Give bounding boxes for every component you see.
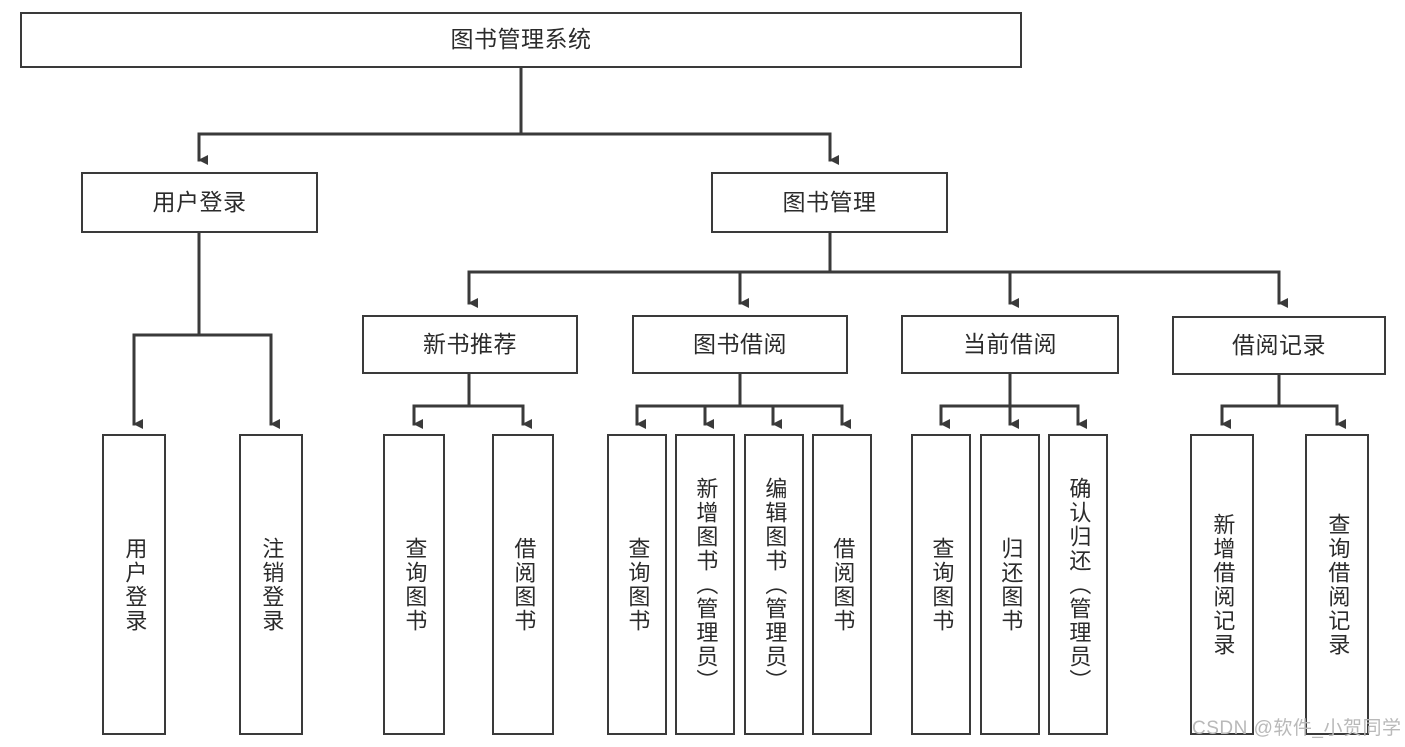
leaf-borrow-lend-book[interactable]: 借阅图书 bbox=[812, 434, 872, 735]
leaf-new-book-query-label: 查询图书 bbox=[402, 536, 428, 633]
node-current-borrow[interactable]: 当前借阅 bbox=[901, 315, 1119, 374]
leaf-new-book-borrow-label: 借阅图书 bbox=[511, 536, 537, 633]
leaf-current-return-book-label: 归还图书 bbox=[998, 536, 1024, 633]
leaf-current-query-book-label: 查询图书 bbox=[929, 536, 955, 633]
leaf-user-login-label: 用户登录 bbox=[122, 536, 148, 633]
node-current-borrow-label: 当前借阅 bbox=[963, 330, 1057, 357]
leaf-borrow-edit-book[interactable]: 编辑图书（管理员） bbox=[744, 434, 804, 735]
node-new-book-recommend[interactable]: 新书推荐 bbox=[362, 315, 578, 374]
leaf-record-query-label: 查询借阅记录 bbox=[1325, 512, 1351, 657]
node-root-system[interactable]: 图书管理系统 bbox=[20, 12, 1022, 68]
node-book-borrow-label: 图书借阅 bbox=[693, 330, 787, 357]
leaf-record-query[interactable]: 查询借阅记录 bbox=[1305, 434, 1369, 735]
leaf-borrow-query-book-label: 查询图书 bbox=[625, 536, 651, 633]
leaf-borrow-add-book-label: 新增图书（管理员） bbox=[693, 476, 719, 693]
leaf-new-book-borrow[interactable]: 借阅图书 bbox=[492, 434, 554, 735]
leaf-logout-label: 注销登录 bbox=[259, 536, 285, 633]
leaf-current-confirm-return[interactable]: 确认归还（管理员） bbox=[1048, 434, 1108, 735]
leaf-record-add[interactable]: 新增借阅记录 bbox=[1190, 434, 1254, 735]
leaf-borrow-lend-book-label: 借阅图书 bbox=[830, 536, 856, 633]
csdn-watermark: CSDN @软件_小贺同学 bbox=[1192, 718, 1402, 739]
leaf-borrow-query-book[interactable]: 查询图书 bbox=[607, 434, 667, 735]
node-new-book-recommend-label: 新书推荐 bbox=[423, 330, 517, 357]
leaf-current-query-book[interactable]: 查询图书 bbox=[911, 434, 971, 735]
node-borrow-record[interactable]: 借阅记录 bbox=[1172, 316, 1386, 375]
node-user-login-label: 用户登录 bbox=[152, 188, 247, 215]
leaf-record-add-label: 新增借阅记录 bbox=[1210, 512, 1236, 657]
leaf-current-return-book[interactable]: 归还图书 bbox=[980, 434, 1040, 735]
leaf-borrow-edit-book-label: 编辑图书（管理员） bbox=[762, 476, 788, 693]
node-borrow-record-label: 借阅记录 bbox=[1232, 331, 1326, 358]
node-book-borrow[interactable]: 图书借阅 bbox=[632, 315, 848, 374]
node-user-login[interactable]: 用户登录 bbox=[81, 172, 318, 233]
leaf-logout[interactable]: 注销登录 bbox=[239, 434, 303, 735]
node-book-management-label: 图书管理 bbox=[782, 188, 877, 215]
leaf-current-confirm-return-label: 确认归还（管理员） bbox=[1066, 476, 1092, 693]
node-root-system-label: 图书管理系统 bbox=[450, 26, 592, 53]
node-book-management[interactable]: 图书管理 bbox=[711, 172, 948, 233]
leaf-user-login[interactable]: 用户登录 bbox=[102, 434, 166, 735]
leaf-borrow-add-book[interactable]: 新增图书（管理员） bbox=[675, 434, 735, 735]
leaf-new-book-query[interactable]: 查询图书 bbox=[383, 434, 445, 735]
